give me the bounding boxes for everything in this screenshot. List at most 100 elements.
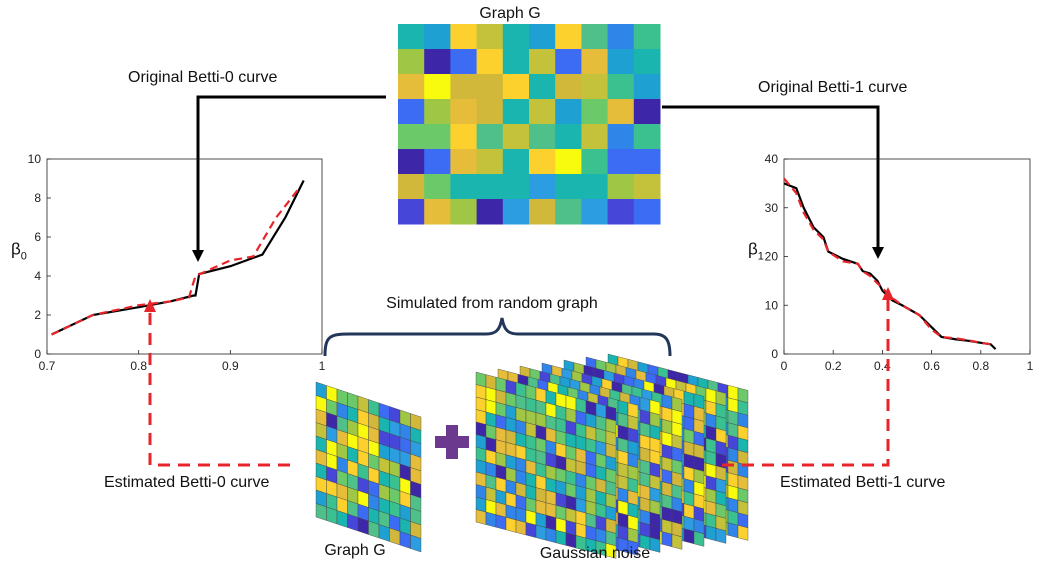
y-tick-label: 0 [34,347,41,361]
matrix-cell [693,531,705,547]
connector-betti0 [196,95,386,258]
original-curve-line [51,179,305,336]
y-tick-label: 10 [765,298,779,312]
estimated-betti0-arrowhead [144,299,156,312]
heatmap-cell [555,49,582,75]
heatmap-cell [476,199,504,225]
matrix-cell [627,540,639,556]
heatmap-cell [424,199,451,225]
heatmap-cell [581,124,609,150]
heatmap-cell [529,199,556,225]
heatmap-cell [450,99,478,125]
connector-betti0-arrowhead [192,250,204,262]
heatmap-cell [529,149,556,175]
heatmap-cell [607,49,635,75]
x-tick-label: 0 [781,359,788,373]
y-axis-label-subscript: 0 [21,251,27,263]
heatmap-cell [502,199,530,225]
heatmap-cell [398,74,425,100]
plot-frame [46,158,323,355]
matrix-cell [705,525,717,542]
heatmap-cell [529,74,556,100]
y-tick-label: 6 [34,230,41,244]
original-curve-line [783,182,997,350]
x-tick-label: 1 [1027,359,1034,373]
matrix-cell [555,530,567,546]
heatmap-cell [450,174,478,200]
heatmap-cell [529,124,556,150]
y-axis-label-symbol: β [11,240,21,259]
heatmap-cell [529,99,556,125]
matrix-cell [525,522,537,538]
y-tick-label: 20 [765,250,779,264]
heatmap-cell [398,24,425,50]
x-tick-label: 0.7 [39,359,56,373]
matrix-cell [671,534,683,550]
original-betti1-label: Original Betti-1 curve [758,79,907,96]
estimated-betti1-arrowhead [882,287,894,300]
heatmap-cell [424,149,451,175]
connector-betti1 [662,105,880,253]
heatmap-cell [476,124,504,150]
heatmap-cell [555,74,582,100]
heatmap-cell [529,24,556,50]
heatmap-cell [607,74,635,100]
heatmap-cell [424,24,451,50]
heatmap-cell [581,174,609,200]
heatmap-cell [607,174,635,200]
heatmap-cell [502,74,530,100]
x-tick-label: 1 [319,359,326,373]
graph-g-top-label: Graph G [479,5,540,22]
matrix-cell [545,527,557,544]
heatmap-cell [424,99,451,125]
matrix-cell [535,524,547,541]
estimated-betti1-path [722,296,890,467]
matrix-cell [515,519,527,536]
estimated-betti0-path [148,308,290,467]
curly-bracket [323,317,672,357]
plot-frame [783,158,1031,355]
gaussian-noise-label: Gaussian noise [540,545,650,562]
heatmap-cell [581,24,609,50]
heatmap-cell [581,149,609,175]
y-axis-label-subscript: 1 [758,251,764,263]
heatmap-cell [607,24,635,50]
heatmap-cell [502,24,530,50]
heatmap-cell [398,124,425,150]
y-tick-label: 30 [765,201,779,215]
connector-betti1-arrowhead [872,247,884,259]
estimated-betti1-label: Estimated Betti-1 curve [780,474,946,491]
heatmap-cell [633,24,661,50]
matrix-cell [475,509,487,525]
estimated-betti0-label: Estimated Betti-0 curve [104,474,270,491]
x-tick-label: 0.8 [130,359,147,373]
heatmap-cell [502,99,530,125]
heatmap-cell [633,49,661,75]
heatmap-cell [633,99,661,125]
noise-layer [475,371,617,559]
heatmap-cell [476,174,504,200]
heatmap-cell [581,199,609,225]
heatmap-cell [476,99,504,125]
heatmap-cell [555,149,582,175]
heatmap-cell [450,24,478,50]
heatmap-cell [450,199,478,225]
y-axis-label-symbol: β [748,240,758,259]
matrix-cell [661,531,673,548]
y-tick-label: 10 [28,152,42,166]
graph-g-heatmap-top [398,24,661,225]
y-axis-label: β1 [748,240,764,263]
matrix-cell [505,517,517,533]
heatmap-cell [581,49,609,75]
heatmap-cell [424,74,451,100]
matrix-cell [715,528,727,544]
heatmap-cell [502,49,530,75]
heatmap-cell [502,174,530,200]
graph-g-heatmap-bottom [315,381,422,553]
heatmap-cell [555,99,582,125]
heatmap-cell [398,99,425,125]
estimated-curve-line [51,187,300,336]
